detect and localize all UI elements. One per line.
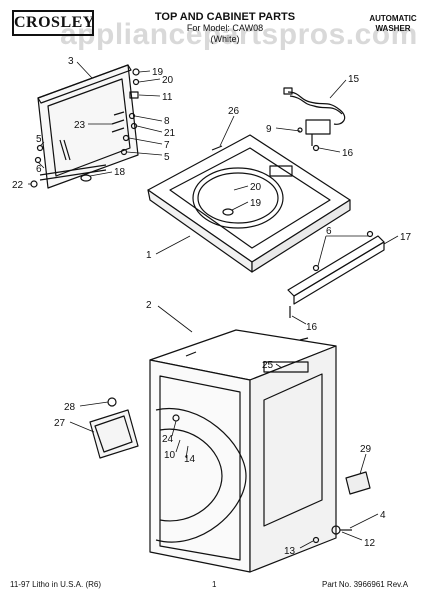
callout-27: 27: [54, 418, 66, 429]
lid-assembly: [37, 64, 139, 189]
callout-8: 8: [164, 116, 170, 127]
footer-print-info: 11-97 Litho in U.S.A. (R6): [10, 580, 102, 589]
access-panel: [89, 397, 139, 459]
callout-25: 25: [262, 360, 274, 371]
callout-29: 29: [360, 444, 372, 455]
callout-6-right: 6: [326, 226, 332, 237]
wire-harness: [283, 87, 346, 152]
footer-part-number: Part No. 3966961 Rev.A: [322, 580, 409, 589]
callout-20-top: 20: [250, 182, 262, 193]
footer-page-number: 1: [212, 580, 217, 589]
hinge-bar: [287, 230, 385, 318]
watermark: appliancepartspros.com: [60, 18, 418, 51]
document-type-line-2: WASHER: [375, 24, 411, 33]
callout-17: 17: [400, 232, 412, 243]
callout-10: 10: [164, 450, 176, 461]
callout-16-top: 16: [342, 148, 354, 159]
callout-19-top: 19: [250, 198, 262, 209]
callout-6-left: 6: [36, 164, 42, 175]
document-type: AUTOMATIC WASHER: [360, 14, 426, 34]
color-note: (White): [210, 34, 240, 44]
top-panel: [147, 134, 351, 273]
callout-22: 22: [12, 180, 24, 191]
callout-3: 3: [68, 56, 74, 67]
cabinet: [149, 329, 337, 573]
brand-logo: CROSLEY: [12, 10, 94, 36]
callout-26: 26: [228, 106, 240, 117]
callout-23: 23: [74, 120, 86, 131]
callout-13: 13: [284, 546, 296, 557]
callout-24: 24: [162, 434, 174, 445]
title-block: TOP AND CABINET PARTS For Model: CAW08 (…: [120, 12, 330, 45]
callout-15: 15: [348, 74, 360, 85]
callout-labels: 3 19 20 11 8 21 7 5 23 5 6 18 22 15 9 16…: [12, 56, 412, 557]
callout-7: 7: [164, 140, 170, 151]
document-type-line-1: AUTOMATIC: [369, 14, 417, 23]
diagram-title: TOP AND CABINET PARTS: [154, 11, 296, 23]
callout-19-lid: 19: [152, 67, 164, 78]
callout-11: 11: [162, 92, 173, 103]
callout-28: 28: [64, 402, 76, 413]
callout-5-left: 5: [36, 134, 42, 145]
callout-18: 18: [114, 167, 126, 178]
callout-14: 14: [184, 454, 196, 465]
callout-1: 1: [146, 250, 152, 261]
callout-4: 4: [380, 510, 386, 521]
callout-5-right: 5: [164, 152, 170, 163]
model-subtitle: For Model: CAW08: [186, 23, 264, 33]
bracket-parts: [312, 471, 371, 544]
callout-2: 2: [146, 300, 152, 311]
lid-hardware: [30, 68, 140, 188]
leader-lines: [28, 61, 399, 549]
callout-9: 9: [266, 124, 272, 135]
callout-16-bottom: 16: [306, 322, 318, 333]
callout-20-lid: 20: [162, 75, 174, 86]
callout-21: 21: [164, 128, 176, 139]
callout-12: 12: [364, 538, 376, 549]
